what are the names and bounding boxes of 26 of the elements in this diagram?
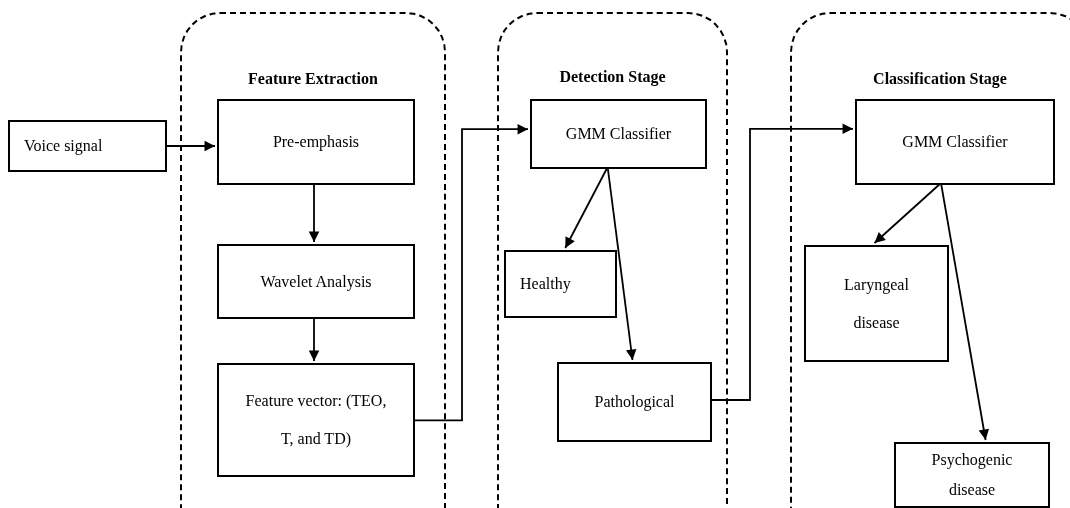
box-label: Psychogenic disease <box>930 450 1014 500</box>
process-box <box>217 363 415 477</box>
stage-heading: Classification Stage <box>873 70 1007 88</box>
process-box <box>8 120 167 172</box>
process-box <box>557 362 712 442</box>
process-box <box>804 245 949 362</box>
process-box <box>217 244 415 319</box>
process-box <box>504 250 617 318</box>
box-label: Voice signal <box>24 136 103 156</box>
box-label: Healthy <box>520 274 571 294</box>
arrow <box>166 140 216 152</box>
process-box <box>530 99 707 169</box>
process-box <box>855 99 1055 185</box>
stage-group <box>497 12 728 508</box>
box-label: Wavelet Analysis <box>260 271 372 292</box>
stage-group <box>180 12 446 508</box>
process-box <box>217 99 415 185</box>
stage-heading: Feature Extraction <box>248 70 378 88</box>
box-label: Pathological <box>594 392 675 412</box>
stage-heading: Detection Stage <box>559 68 666 86</box>
box-label: Pre-emphasis <box>272 132 360 152</box>
box-label: GMM Classifier <box>565 124 672 144</box>
box-label: Laryngeal disease <box>843 274 910 333</box>
box-label: Feature vector: (TEO, T, and TD) <box>244 391 388 450</box>
process-box <box>894 442 1050 508</box>
box-label: GMM Classifier <box>902 132 1008 152</box>
